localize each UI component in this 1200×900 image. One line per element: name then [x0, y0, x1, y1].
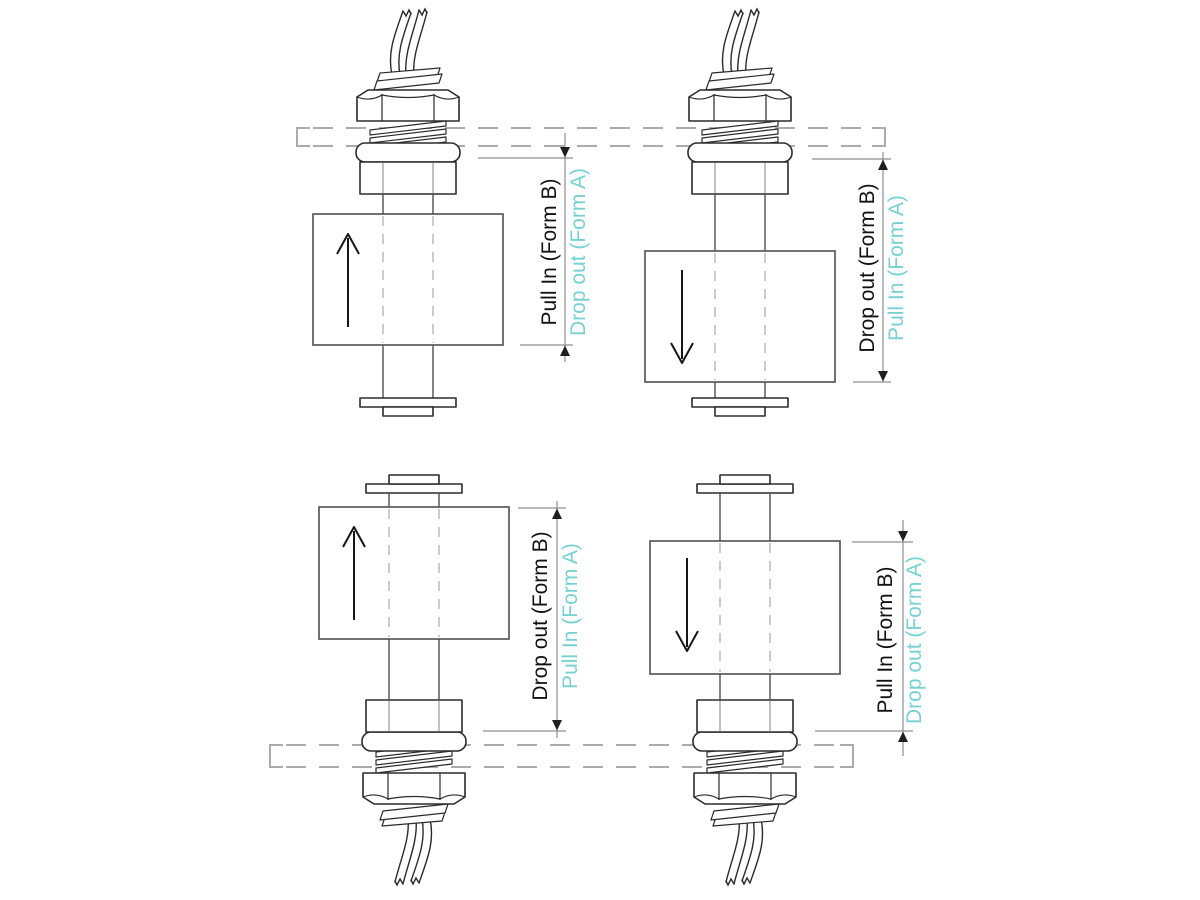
float-body	[318, 506, 510, 640]
label-form-a: Pull In (Form A)	[885, 195, 908, 341]
panel-edge-bracket	[840, 744, 854, 768]
panel-edge-bracket	[296, 127, 310, 147]
dimension-extension-line	[478, 157, 573, 346]
dimension-bottom-left	[483, 501, 566, 738]
float-stem	[388, 493, 440, 507]
cable-gland-mount	[361, 699, 467, 886]
label-form-b: Drop out (Form B)	[856, 183, 879, 352]
dimension-arrow	[898, 531, 908, 542]
panel-edge-bracket	[269, 744, 283, 768]
cable-gland-mount	[687, 8, 793, 195]
float-switch-diagram-top-right: Drop out (Form B) Pull In (Form A)	[644, 8, 908, 417]
cable-gland-mount	[692, 699, 798, 886]
float-stem	[382, 345, 434, 398]
label-form-a: Drop out (Form A)	[567, 168, 590, 336]
float-stem	[388, 639, 440, 700]
dimension-arrow	[552, 508, 562, 519]
end-stop	[696, 474, 794, 494]
down-arrow-icon	[675, 558, 699, 652]
cable-gland-mount	[355, 8, 461, 195]
label-form-b: Pull In (Form B)	[538, 178, 561, 325]
dimension-arrow	[878, 159, 888, 170]
float-switch-diagram-bottom-right: Pull In (Form B) Drop out (Form A)	[649, 474, 926, 886]
end-stop	[359, 397, 457, 417]
end-stop	[365, 474, 463, 494]
label-form-b: Pull In (Form B)	[874, 566, 897, 713]
stem-hidden-line	[382, 216, 434, 343]
dimension-arrow	[560, 345, 570, 356]
dimension-arrow	[552, 720, 562, 731]
float-stem	[714, 194, 766, 251]
dimension-extension-line	[812, 158, 891, 383]
panel-dashed-line	[286, 744, 839, 768]
label-form-a: Pull In (Form A)	[559, 543, 582, 689]
float-body	[649, 540, 841, 675]
mounting-panel-bottom	[269, 744, 854, 768]
float-stem	[719, 493, 771, 541]
label-form-a: Drop out (Form A)	[903, 556, 926, 724]
float-body	[644, 250, 836, 383]
dimension-top-right	[812, 152, 891, 383]
end-stop	[691, 397, 789, 417]
up-arrow-icon	[342, 526, 366, 620]
stem-hidden-line	[719, 543, 771, 672]
float-body	[312, 213, 504, 346]
dimension-arrow	[560, 147, 570, 158]
dimension-top-left	[478, 133, 573, 362]
dimension-extension-line	[483, 507, 566, 732]
down-arrow-icon	[670, 270, 694, 364]
stem-hidden-line	[388, 509, 440, 637]
float-stem	[714, 382, 766, 398]
float-stem	[382, 194, 434, 214]
float-switch-diagram-bottom-left: Drop out (Form B) Pull In (Form A)	[318, 474, 582, 886]
stem-hidden-line	[714, 253, 766, 380]
panel-edge-bracket	[872, 127, 886, 147]
dimension-arrow	[878, 371, 888, 382]
dimension-arrow	[898, 731, 908, 742]
float-stem	[719, 674, 771, 700]
label-form-b: Drop out (Form B)	[529, 531, 552, 700]
up-arrow-icon	[336, 233, 360, 327]
float-switch-diagram-top-left: Pull In (Form B) Drop out (Form A)	[312, 8, 590, 417]
dimension-bottom-right	[815, 520, 913, 756]
